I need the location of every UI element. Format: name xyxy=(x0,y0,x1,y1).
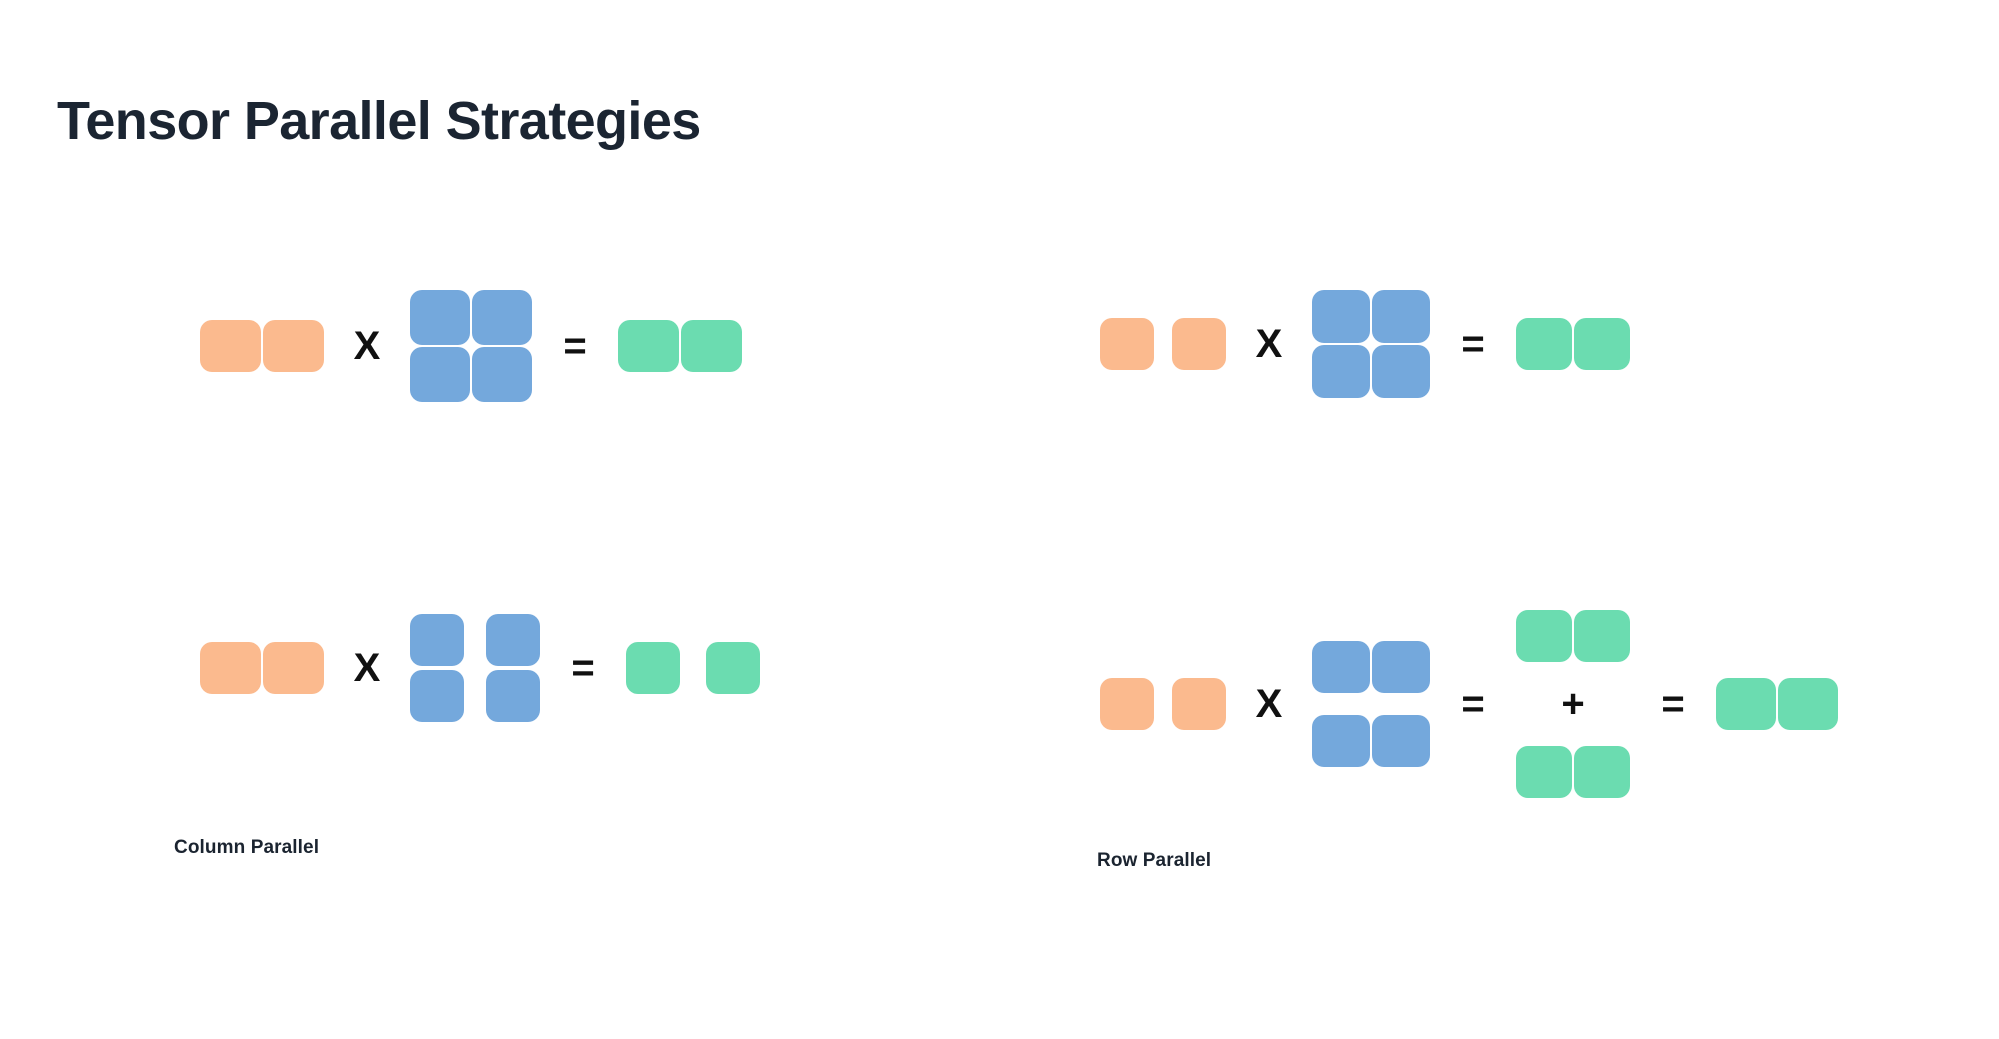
matrix-input-orange-row-split xyxy=(1100,678,1226,730)
matrix-output-green xyxy=(618,320,742,372)
cell-output-shard-b xyxy=(706,642,760,694)
cell-weight-shard-b xyxy=(1372,715,1430,767)
cell-input-shard-b xyxy=(1172,678,1226,730)
matrix-partial-output-b xyxy=(1516,746,1630,798)
cell-input xyxy=(200,320,261,372)
caption-row-parallel: Row Parallel xyxy=(1097,850,1212,871)
cell-weight-shard-b xyxy=(486,614,540,666)
operator-plus-icon: + xyxy=(1561,682,1585,726)
cell-weight xyxy=(472,290,532,345)
cell-output xyxy=(1778,678,1838,730)
cell-output xyxy=(1574,318,1630,370)
cell-input xyxy=(263,642,324,694)
cell-input xyxy=(263,320,324,372)
operator-multiply-icon: X xyxy=(1255,682,1283,726)
cell-output xyxy=(618,320,679,372)
matrix-input-orange xyxy=(200,642,324,694)
cell-weight-shard-b xyxy=(1312,715,1370,767)
cell-weight xyxy=(1312,345,1370,398)
cell-partial-output xyxy=(1574,610,1630,662)
matrix-partial-output-a xyxy=(1516,610,1630,662)
cell-input-shard-a xyxy=(1100,318,1154,370)
cell-input xyxy=(200,642,261,694)
operator-equals-icon: = xyxy=(1461,682,1485,726)
equation-column-parallel-unsplit: X = xyxy=(200,290,760,402)
cell-partial-output xyxy=(1574,746,1630,798)
panel-row-parallel: X = X xyxy=(1100,290,1838,798)
cell-weight-shard-b xyxy=(486,670,540,722)
cell-input-shard-b xyxy=(1172,318,1226,370)
operator-equals-icon: = xyxy=(1461,322,1485,366)
cell-weight-shard-a xyxy=(410,670,464,722)
cell-output xyxy=(681,320,742,372)
cell-output-shard-a xyxy=(626,642,680,694)
panel-column-parallel: X = X xyxy=(200,290,760,722)
cell-weight-shard-a xyxy=(1372,641,1430,693)
matrix-weight-blue xyxy=(1312,290,1430,398)
cell-weight xyxy=(1312,290,1370,343)
matrix-output-green-reduced xyxy=(1716,678,1838,730)
matrix-output-green xyxy=(1516,318,1630,370)
operator-multiply-icon: X xyxy=(353,324,381,368)
cell-weight xyxy=(410,290,470,345)
operator-equals-icon: = xyxy=(1661,682,1685,726)
cell-weight xyxy=(410,347,470,402)
cell-weight xyxy=(472,347,532,402)
equation-row-parallel-unsplit: X = xyxy=(1100,290,1838,398)
operator-multiply-icon: X xyxy=(353,646,381,690)
matrix-output-green-column-split xyxy=(626,642,760,694)
operator-multiply-icon: X xyxy=(1255,322,1283,366)
page-title: Tensor Parallel Strategies xyxy=(57,91,701,152)
equation-column-parallel-split: X = xyxy=(200,614,760,722)
cell-partial-output xyxy=(1516,610,1572,662)
matrix-weight-blue-column-split xyxy=(410,614,540,722)
matrix-weight-blue-row-split xyxy=(1312,641,1430,767)
cell-partial-output xyxy=(1516,746,1572,798)
cell-weight-shard-a xyxy=(410,614,464,666)
cell-weight xyxy=(1372,345,1430,398)
operator-equals-icon: = xyxy=(571,646,595,690)
matrix-input-orange xyxy=(200,320,324,372)
equation-row-parallel-split: X = + xyxy=(1100,610,1838,798)
cell-output xyxy=(1516,318,1572,370)
cell-weight xyxy=(1372,290,1430,343)
cell-input-shard-a xyxy=(1100,678,1154,730)
partial-sum-stack: + xyxy=(1516,610,1630,798)
cell-output xyxy=(1716,678,1776,730)
caption-column-parallel: Column Parallel xyxy=(174,837,320,858)
matrix-input-orange-row-split xyxy=(1100,318,1226,370)
operator-equals-icon: = xyxy=(563,324,587,368)
cell-weight-shard-a xyxy=(1312,641,1370,693)
matrix-weight-blue xyxy=(410,290,532,402)
